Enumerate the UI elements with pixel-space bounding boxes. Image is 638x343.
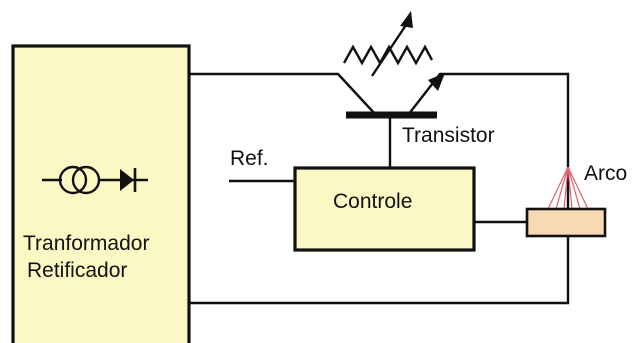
arc-electrode-box	[525, 207, 607, 238]
transformer-label-line1: Tranformador	[23, 232, 149, 255]
transistor-label: Transistor	[402, 124, 495, 147]
controller-block: Controle	[293, 166, 476, 252]
transformer-rectifier-box	[11, 44, 191, 343]
variable-resistor-icon	[342, 11, 434, 77]
transformer-rectifier-block: Tranformador Retificador	[11, 44, 191, 343]
arc-rays-icon	[547, 166, 589, 210]
arc-label: Arco	[584, 162, 627, 185]
transformer-diode-symbol-icon	[42, 165, 148, 195]
controller-label: Controle	[333, 190, 412, 213]
arc-block: Arco	[525, 162, 627, 238]
circuit-wires	[189, 72, 570, 305]
controller-box	[293, 166, 476, 252]
transformer-label-line2: Retificador	[27, 259, 127, 282]
transistor-symbol-icon	[346, 73, 445, 119]
reference-label: Ref.	[230, 147, 269, 170]
